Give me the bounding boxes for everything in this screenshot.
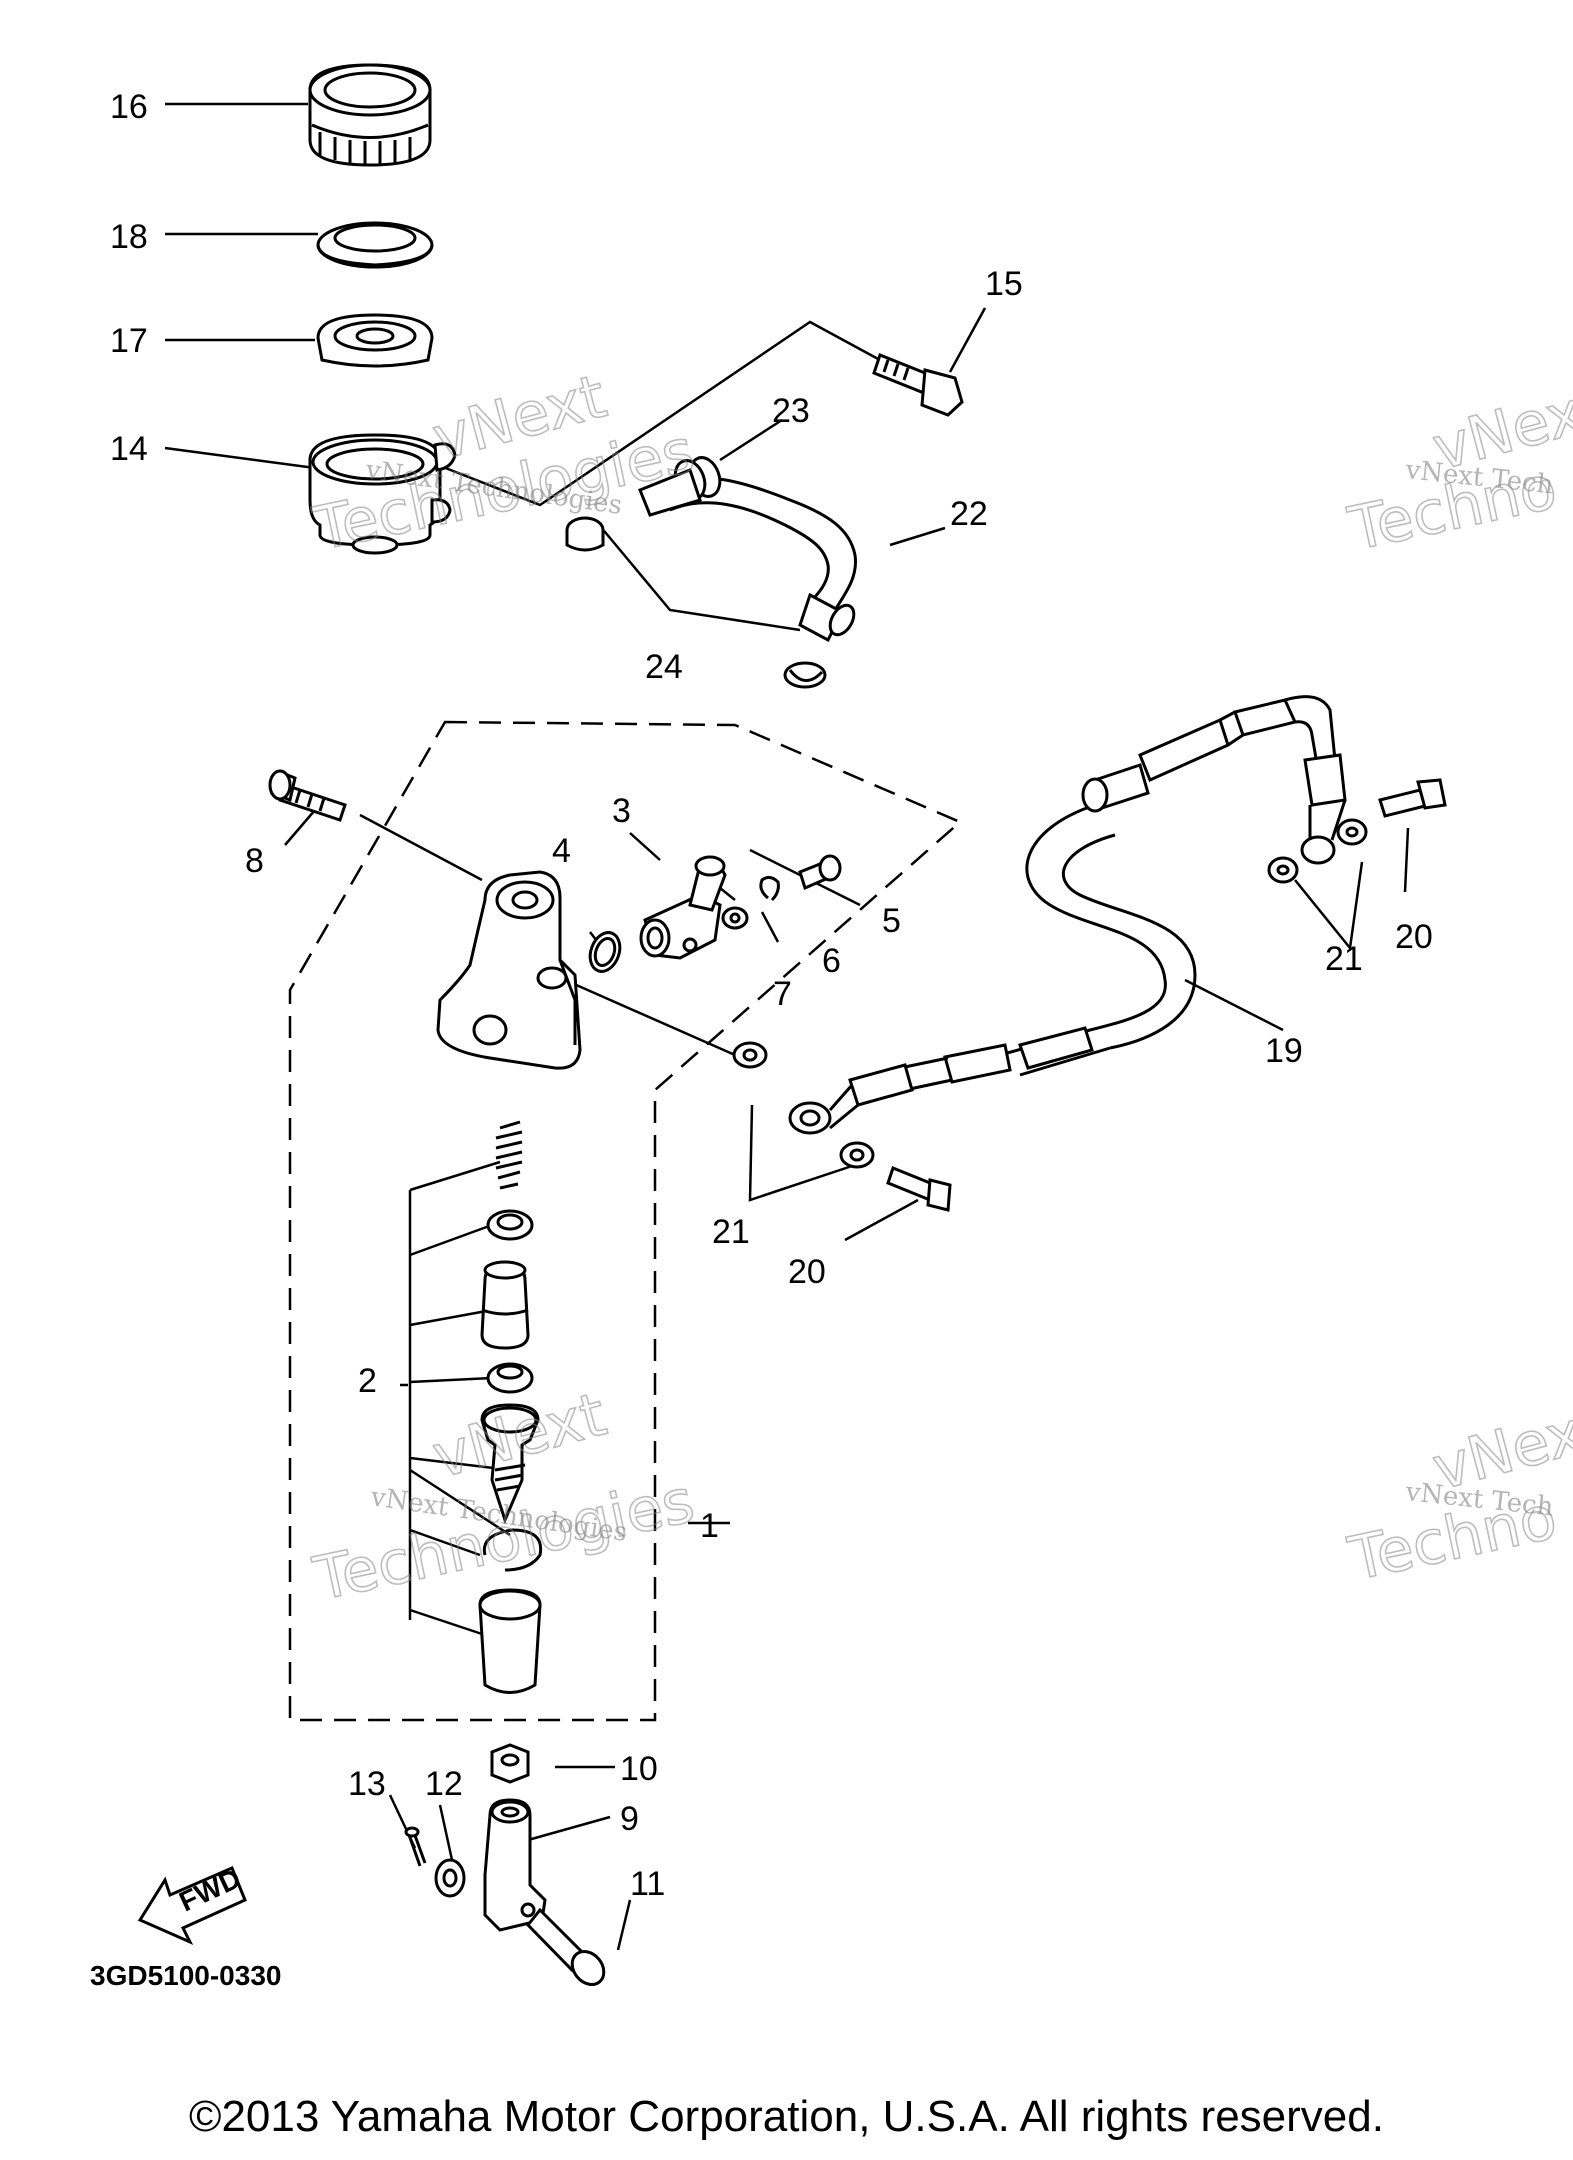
callout-10: 10: [620, 1750, 658, 1788]
callout-9: 9: [620, 1800, 639, 1838]
callout-11: 11: [630, 1865, 665, 1903]
callout-16: 16: [110, 88, 148, 126]
union-bolts-20: [886, 778, 1447, 1212]
piston-kit-2: [478, 1120, 543, 1694]
washers-21: [732, 818, 1368, 1169]
callout-1: 1: [700, 1507, 719, 1545]
bolt-8: [268, 769, 347, 822]
o-ring-4: [588, 931, 622, 973]
callout-3: 3: [612, 792, 631, 830]
reservoir-cap-16: [308, 63, 432, 167]
callout-21b: 21: [712, 1213, 750, 1251]
screw-5: [798, 854, 842, 891]
callout-14: 14: [110, 430, 148, 468]
callout-6: 6: [822, 942, 841, 980]
callout-labels: 16 18 17 14 15 23 22 24 8 3 4 5 6 7 19 2…: [110, 88, 1433, 1903]
callout-7: 7: [773, 975, 792, 1013]
callout-4: 4: [552, 832, 571, 870]
callout-19: 19: [1265, 1032, 1303, 1070]
nut-10: [490, 1743, 530, 1784]
diaphragm-holder-18: [316, 221, 434, 269]
hose-clip-23: [638, 456, 722, 517]
bolt-15: [872, 353, 964, 417]
callout-18: 18: [110, 218, 148, 256]
callout-2: 2: [358, 1362, 377, 1400]
callout-5: 5: [882, 902, 901, 940]
callout-15: 15: [985, 265, 1023, 303]
callout-24: 24: [645, 648, 683, 686]
callout-13: 13: [348, 1765, 386, 1803]
callout-21a: 21: [1325, 940, 1363, 978]
callout-23: 23: [772, 392, 810, 430]
callout-22: 22: [950, 495, 988, 533]
diagram-code: 3GD5100-0330: [90, 1960, 281, 1991]
hose-joint-24: [565, 516, 827, 689]
callout-8: 8: [245, 842, 264, 880]
pin-11: [525, 1907, 606, 1986]
cotter-pin-13: [404, 1826, 427, 1867]
reservoir-tank-14: [308, 433, 457, 555]
washer-12: [434, 1858, 466, 1898]
copyright-notice: ©2013 Yamaha Motor Corporation, U.S.A. A…: [189, 2092, 1384, 2141]
callout-20a: 20: [1395, 918, 1433, 956]
diaphragm-17: [316, 313, 434, 368]
clip-6: [759, 875, 780, 902]
clevis-9: [483, 1798, 547, 1932]
hose-joint-3: [639, 855, 727, 960]
callout-17: 17: [110, 322, 148, 360]
brake-hose-19: [788, 695, 1347, 1135]
master-cylinder-body-1: [436, 870, 582, 1070]
washer-7: [721, 906, 749, 930]
fwd-arrow-icon: FWD: [137, 1862, 247, 1946]
callout-20b: 20: [788, 1253, 826, 1291]
callout-12: 12: [425, 1765, 463, 1803]
leader-lines: [164, 102, 1410, 1951]
